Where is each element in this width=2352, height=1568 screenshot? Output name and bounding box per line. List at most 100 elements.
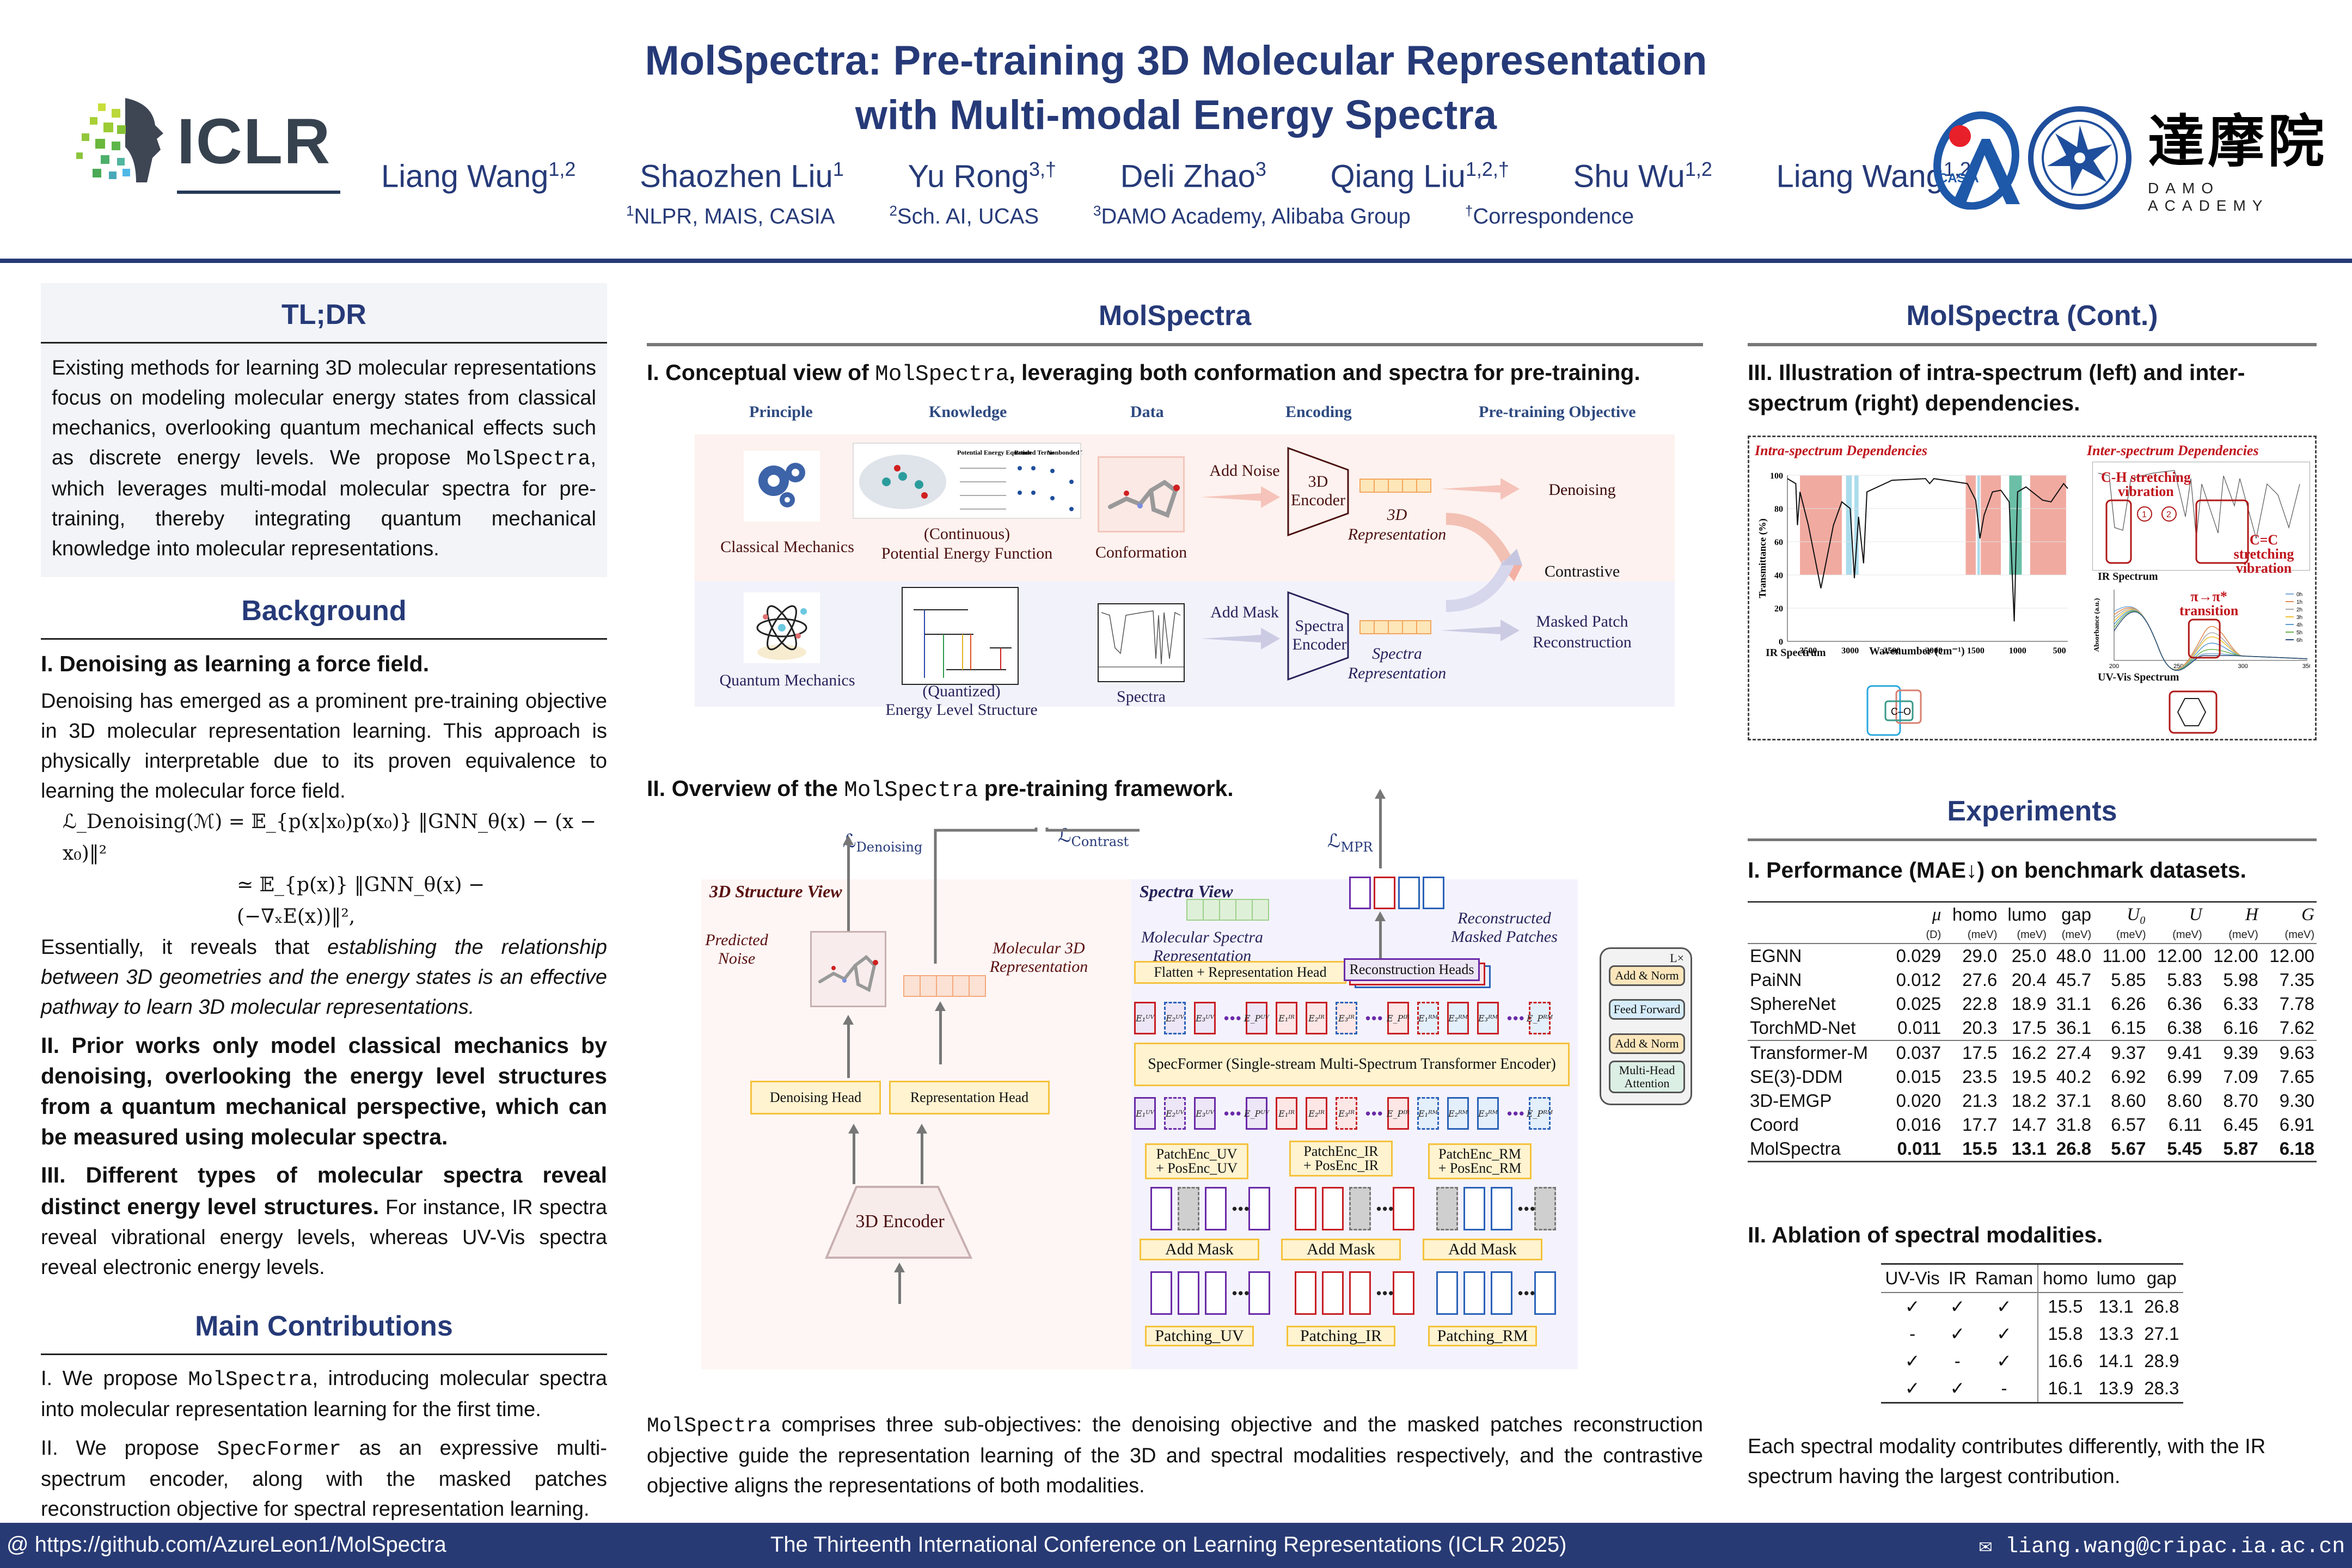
metric-value: 5.98 <box>2223 970 2258 990</box>
denoising-head: Denoising Head <box>750 1081 881 1114</box>
modality-flag: ✓ <box>1904 1351 1920 1371</box>
spectrum-patch <box>1534 1271 1556 1315</box>
y-tick-label: 60 <box>1774 538 1783 547</box>
reconstructed-patch <box>1349 877 1371 909</box>
metric-value: 31.1 <box>2056 994 2092 1014</box>
metric-value: 9.63 <box>2279 1043 2314 1063</box>
left-column: TL;DR Existing methods for learning 3D m… <box>41 283 607 1524</box>
patch-token: E₂ᵁⱽ <box>1164 1002 1186 1034</box>
equation-line-2: ≃ 𝔼_{p(x)} ‖GNN_θ(x) − (−∇ₓE(x))‖², <box>237 874 485 928</box>
modality-flag: ✓ <box>1996 1351 2012 1371</box>
patch-encoder-ir: PatchEnc_IR+ PosEnc_IR <box>1289 1141 1393 1177</box>
masked-patch <box>1534 1187 1556 1230</box>
patch-encoder-uv: PatchEnc_UV+ PosEnc_UV <box>1145 1143 1248 1179</box>
y-tick-label: 40 <box>1774 571 1783 580</box>
arrow-icon <box>1375 911 1386 958</box>
patch-token: E₂ᴵᴿ <box>1306 1097 1327 1130</box>
metric-value: 11.00 <box>2102 946 2146 966</box>
spectrum-patch <box>1349 1271 1371 1315</box>
conference-name: The Thirteenth International Conference … <box>770 1533 1567 1557</box>
arrow-icon <box>894 1263 905 1304</box>
arrow-icon <box>843 835 854 931</box>
metric-value: 26.8 <box>2144 1296 2179 1316</box>
contributions-title: Main Contributions <box>195 1310 453 1342</box>
contrast-connector <box>934 828 1140 964</box>
metric-value: 0.015 <box>1896 1067 1941 1087</box>
classical-row: Classical Mechanics Potential Energy Equ… <box>695 434 1675 581</box>
metric-value: 6.45 <box>2223 1114 2258 1135</box>
email-link[interactable]: ✉ liang.wang@cripac.ia.ac.cn <box>1979 1535 2345 1559</box>
fig1-col-header: Encoding <box>1285 403 1352 421</box>
metric-value: 5.83 <box>2167 970 2202 990</box>
metric-value: 31.8 <box>2056 1114 2092 1135</box>
y-tick-label: 100 <box>1770 471 1783 481</box>
metric-value: 28.3 <box>2144 1378 2179 1398</box>
modality-flag: ✓ <box>1950 1296 1965 1316</box>
patch-token: E₁ᴿᴹ <box>1417 1097 1439 1130</box>
damo-chinese-name: 達摩院 <box>2148 108 2328 175</box>
uv-vis-label: UV-Vis Spectrum <box>2098 671 2179 683</box>
contribution-2: II. We propose SpecFormer as an expressi… <box>41 1437 607 1521</box>
arrow-icon <box>848 1124 859 1184</box>
github-link[interactable]: @ https://github.com/AzureLeon1/MolSpect… <box>7 1533 446 1557</box>
specformer-block: SpecFormer (Single-stream Multi-Spectrum… <box>1134 1043 1570 1086</box>
metric-value: 18.2 <box>2011 1091 2047 1111</box>
method-name: EGNN <box>1750 946 1802 966</box>
3d-encoder-trapezoid <box>824 1186 973 1259</box>
metric-value: 17.5 <box>2011 1018 2047 1038</box>
add-mask-label: Add Mask <box>1210 603 1279 621</box>
x-tick-label: 3500 <box>1799 646 1817 656</box>
patch-token: E_Pᵁⱽ <box>1244 1097 1269 1130</box>
highlight-box <box>2188 618 2221 659</box>
metric-value: 6.57 <box>2111 1114 2146 1135</box>
author: Liang Wang1,2 <box>381 158 576 194</box>
background-point-1-heading: I. Denoising as learning a force field. <box>41 651 430 676</box>
envelope-icon: ✉ <box>1979 1535 1993 1559</box>
absorption-band <box>1854 475 1859 575</box>
damo-academy-logo: 達摩院 DAMO ACADEMY <box>2148 109 2349 218</box>
conceptual-view-figure: Principle Knowledge Data Encoding Pre-tr… <box>695 403 1686 730</box>
background-point-3: III. Different types of molecular spectr… <box>41 1162 607 1279</box>
metric-value: 22.8 <box>1962 994 1998 1014</box>
y-tick-label: 20 <box>1774 604 1783 614</box>
cas-emblem-icon <box>2028 106 2132 210</box>
poster-title: MolSpectra: Pre-training 3D Molecular Re… <box>0 34 2352 143</box>
method-name: PaiNN <box>1750 970 1802 990</box>
performance-caption: I. Performance (MAE↓) on benchmark datas… <box>1748 857 2246 883</box>
metric-value: 37.1 <box>2056 1091 2092 1111</box>
masked-patch <box>1436 1187 1458 1230</box>
background-point-1-text: Denoising has emerged as a prominent pre… <box>41 690 607 803</box>
x-tick-label: 350 <box>2302 663 2310 670</box>
conformation-molecule-image <box>1098 456 1185 532</box>
metric-value: 8.60 <box>2167 1091 2202 1111</box>
performance-table: μ homo lumo gap U₀ U H G (D)(meV)(meV)(m… <box>1748 901 2317 1162</box>
fig1-col-header: Principle <box>749 403 813 421</box>
layer-repeat-label: L× <box>1670 951 1684 965</box>
fig3-caption: III. Illustration of intra-spectrum (lef… <box>1748 360 2245 415</box>
legend-entry: 3h <box>2296 615 2302 621</box>
metric-value: 8.60 <box>2111 1091 2146 1111</box>
metric-value: 6.91 <box>2279 1114 2314 1135</box>
section-divider <box>41 1353 607 1355</box>
molspectra-cont-title: MolSpectra (Cont.) <box>1906 300 2158 332</box>
metric-value: 13.3 <box>2098 1324 2134 1344</box>
affiliation-list: 1NLPR, MAIS, CASIA 2Sch. AI, UCAS 3DAMO … <box>626 203 1634 229</box>
modality-flag: - <box>1909 1324 1916 1344</box>
uv-series-line <box>2114 609 2308 670</box>
uv-vis-chart: 200250300350Absorbance (a.u.)0h1h2h3h4h5… <box>2092 590 2310 671</box>
absorption-band <box>2009 475 2022 575</box>
metric-value: 48.0 <box>2056 946 2092 966</box>
spectrum-patch <box>1150 1271 1172 1315</box>
